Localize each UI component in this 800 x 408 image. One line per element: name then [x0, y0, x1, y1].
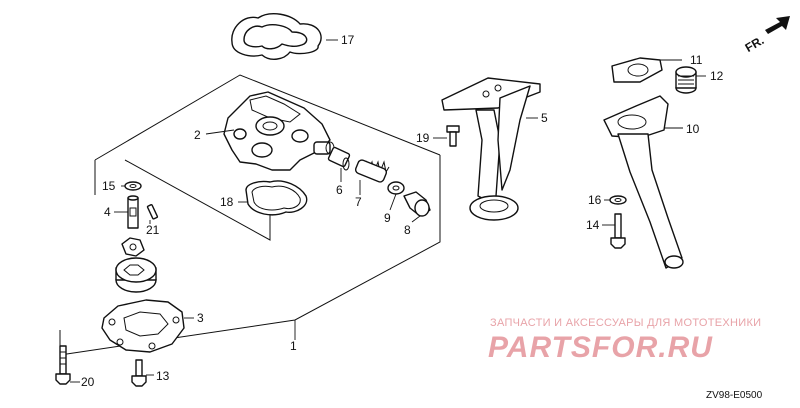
front-direction-arrow-icon [765, 16, 790, 34]
direction-label: FR. [743, 33, 767, 55]
callout-labels: 1 2 3 4 5 6 7 8 9 10 11 12 13 14 15 16 1… [81, 33, 724, 389]
callout-2: 2 [194, 128, 201, 142]
bolt-19 [446, 125, 460, 147]
callout-6: 6 [336, 183, 343, 197]
plug-bolt-8 [403, 191, 431, 217]
bolt-13 [131, 359, 147, 387]
callout-4: 4 [104, 205, 111, 219]
callout-12: 12 [710, 69, 724, 83]
callout-18: 18 [220, 195, 234, 209]
gasket-11 [611, 57, 663, 83]
callout-13: 13 [156, 369, 170, 383]
watermark: ЗАПЧАСТИ И АКСЕССУАРЫ ДЛЯ МОТОТЕХНИКИ PA… [488, 317, 761, 364]
rotor-nut [121, 237, 145, 257]
callout-21: 21 [146, 223, 160, 237]
watermark-tagline: ЗАПЧАСТИ И АКСЕССУАРЫ ДЛЯ МОТОТЕХНИКИ [490, 317, 761, 329]
bolt-14 [610, 213, 626, 249]
filter-screen-12 [675, 66, 697, 94]
callout-17: 17 [341, 33, 355, 47]
callout-8: 8 [404, 223, 411, 237]
shaft-4 [127, 195, 139, 229]
pin-21 [146, 204, 159, 220]
leader-lines [70, 39, 706, 383]
bolt-20 [55, 345, 71, 385]
callout-15: 15 [102, 179, 116, 193]
oil-strainer-5 [441, 77, 541, 221]
callout-9: 9 [384, 211, 391, 225]
washer-9 [387, 181, 405, 195]
pump-body-2 [223, 91, 335, 171]
pickup-pipe-10 [603, 95, 684, 269]
callout-1: 1 [290, 339, 297, 353]
spring-7 [354, 159, 390, 183]
callout-3: 3 [197, 311, 204, 325]
callout-16: 16 [588, 193, 602, 207]
callout-7: 7 [355, 195, 362, 209]
callout-10: 10 [686, 122, 700, 136]
gasket-17 [231, 13, 322, 60]
callout-19: 19 [416, 131, 430, 145]
sleeve-6 [327, 146, 351, 171]
callout-20: 20 [81, 375, 95, 389]
gasket-18 [245, 180, 308, 216]
callout-5: 5 [541, 111, 548, 125]
washer-15 [124, 181, 142, 191]
callout-11: 11 [690, 53, 703, 67]
pump-cover-3 [101, 299, 185, 353]
watermark-brand-logo: PARTSFOR.RU [488, 331, 713, 364]
washer-16 [609, 195, 627, 205]
diagram-code: ZV98-E0500 [706, 390, 763, 401]
outer-rotor [115, 257, 157, 293]
callout-14: 14 [586, 218, 600, 232]
